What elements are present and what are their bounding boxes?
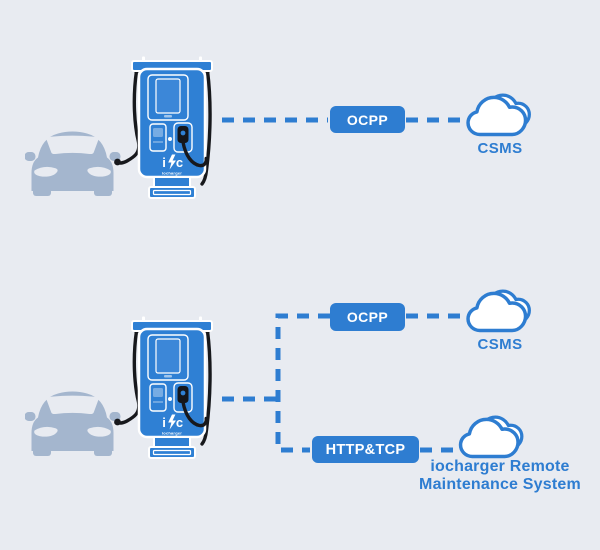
csms-label-top: CSMS [477,140,523,157]
rms-label: iocharger Remote Maintenance System [400,458,600,494]
rms-label-line1: iocharger Remote [430,458,570,475]
scene-bottom-car-and-charger [25,314,214,460]
rms-label-line2: Maintenance System [419,476,581,493]
cloud-icon-rms [458,415,524,459]
cloud-icon-csms-bottom [466,289,532,333]
http-tcp-badge: HTTP&TCP [312,436,419,463]
dashed-line-bottom-branch [275,313,330,453]
cloud-icon-csms-top [466,93,532,137]
scene-top-car-and-charger [25,54,214,200]
ocpp-badge-bottom: OCPP [330,303,405,331]
ocpp-badge-top: OCPP [330,106,405,133]
csms-label-bottom: CSMS [477,336,523,353]
